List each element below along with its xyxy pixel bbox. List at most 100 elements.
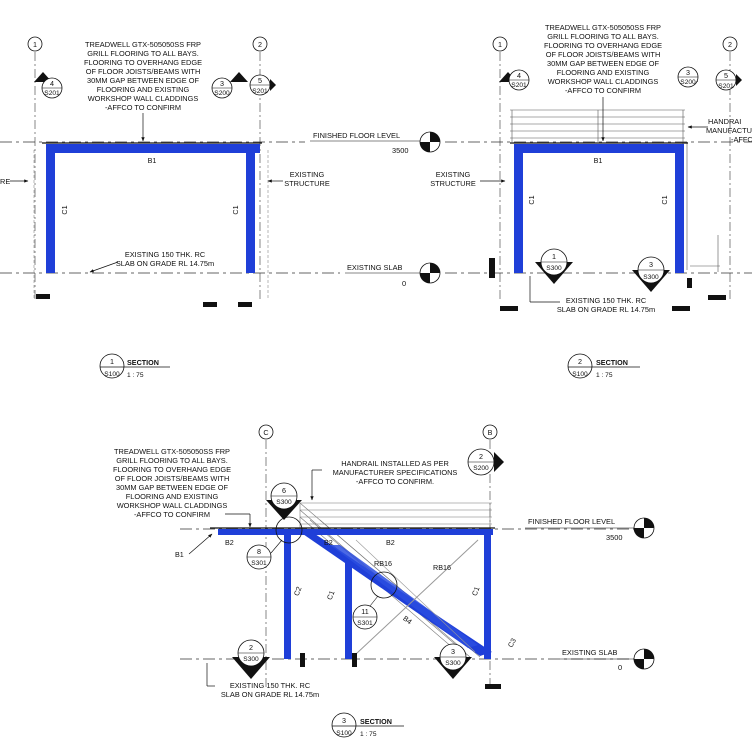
beam-label-b2: B2	[386, 538, 395, 547]
note-line: FLOORING AND EXISTING	[126, 492, 219, 501]
section-marker-6-s300: 6 S300	[266, 482, 302, 520]
stair-stringer	[330, 545, 478, 648]
level-marker-slab: EXISTING SLAB 0	[345, 262, 441, 288]
marker-number: 3	[686, 68, 690, 77]
section-marker-4-s201: 4 S201	[499, 69, 530, 91]
level-marker-ffl: FINISHED FLOOR LEVEL 3500	[525, 517, 655, 542]
note-line: -AFFCO TO CONFIRM	[565, 86, 641, 95]
brace-label-rb16: RB16	[374, 559, 392, 568]
note-line: 30MM GAP BETWEEN EDGE OF	[87, 76, 199, 85]
note-line: 30MM GAP BETWEEN EDGE OF	[116, 483, 228, 492]
section-marker-3-s200: 3 S200	[677, 66, 699, 88]
level-marker-slab: EXISTING SLAB 0	[560, 648, 655, 672]
section-marker-5-s201: 5 S201	[249, 74, 276, 96]
section-marker-3-s300: 3 S300	[632, 256, 670, 292]
marker-sheet: S201	[718, 83, 734, 90]
grid-bubble-1	[27, 36, 43, 52]
detail-callout-circle	[370, 571, 398, 599]
grid-bubble-c-label: C	[263, 428, 268, 437]
note-line: GRILL FLOORING TO ALL BAYS.	[87, 49, 199, 58]
beam-label-b1: B1	[594, 156, 603, 165]
slab-note: EXISTING 150 THK. RC	[230, 681, 311, 690]
marker-sheet: S201	[44, 90, 60, 97]
brace-rb16	[355, 539, 476, 653]
note-line: TREADWELL GTX-505050SS FRP	[114, 447, 230, 456]
title-sheet: S100	[572, 371, 588, 378]
marker-sheet: S201	[511, 82, 527, 89]
note-line: OF FLOOR JOISTS/BEAMS WITH	[86, 67, 201, 76]
slab-label: EXISTING SLAB	[562, 648, 618, 657]
title-sheet: S100	[336, 730, 352, 737]
marker-number: 5	[724, 71, 728, 80]
title-label: SECTION	[596, 358, 628, 367]
footing	[352, 653, 357, 667]
section-marker-8-s301: 8 S301	[246, 539, 283, 570]
existing-structure-label: EXISTING	[436, 170, 471, 179]
title-number: 2	[578, 357, 582, 366]
slab-note: SLAB ON GRADE RL 14.75m	[221, 690, 319, 699]
note-line: -AFFCO TO CONFIRM	[105, 103, 181, 112]
brace-label-rb16: RB16	[433, 563, 451, 572]
marker-sheet: S300	[445, 660, 461, 667]
grid-bubble-b	[482, 424, 498, 440]
slab-note: SLAB ON GRADE RL 14.75m	[116, 259, 214, 268]
beam-label-b1: B1	[175, 550, 184, 559]
note-line: FLOORING TO OVERHANG EDGE	[84, 58, 202, 67]
title-number: 3	[342, 716, 346, 725]
marker-number: 3	[451, 647, 455, 656]
marker-number: 3	[220, 79, 224, 88]
note-line: OF FLOOR JOISTS/BEAMS WITH	[115, 474, 230, 483]
column-label-c1: C1	[470, 585, 482, 597]
section-marker-5-s201: 5 S201	[715, 69, 742, 91]
note-line: WORKSHOP WALL CLADDINGS	[548, 77, 659, 86]
marker-number: 5	[258, 76, 262, 85]
section-marker-2-s300: 2 S300	[232, 639, 270, 679]
column-c1	[345, 560, 352, 659]
leader-arrow	[188, 533, 213, 555]
marker-number: 2	[249, 643, 253, 652]
section-marker-1-s300: 1 S300	[535, 248, 573, 284]
footing	[672, 306, 690, 311]
ffl-label: FINISHED FLOOR LEVEL	[528, 517, 615, 526]
note-line: TREADWELL GTX-505050SS FRP	[545, 23, 661, 32]
title-label: SECTION	[127, 358, 159, 367]
detail-callout-circle	[275, 516, 303, 544]
column-label-c1: C1	[660, 195, 669, 204]
grid-bubble-2-label: 2	[728, 40, 732, 49]
ffl-value: 3500	[392, 146, 408, 155]
marker-sheet: S301	[251, 560, 267, 567]
leader-arrow	[89, 261, 119, 273]
column-c1	[484, 532, 491, 659]
partial-label-left: RE	[0, 177, 10, 186]
beam-b2	[218, 529, 493, 535]
title-scale: 1 : 75	[360, 731, 377, 738]
note-line: GRILL FLOORING TO ALL BAYS.	[116, 456, 228, 465]
grid-bubble-2-label: 2	[258, 40, 262, 49]
existing-structure-label: EXISTING	[290, 170, 325, 179]
section-title-2: 2 S100 SECTION 1 : 75	[567, 353, 640, 379]
footing	[203, 302, 217, 307]
grid-bubble-1-label: 1	[498, 40, 502, 49]
section-title-3: 3 S100 SECTION 1 : 75	[331, 712, 404, 738]
grid-bubble-c	[258, 424, 274, 440]
handrail	[510, 109, 688, 270]
section-marker-4-s201: 4 S201	[34, 72, 63, 99]
section-marker-11-s301: 11 S301	[352, 595, 379, 630]
handrail-note: MANUFACTURER SPECIFICATIONS	[333, 468, 458, 477]
section-3-view: C B FINISHED FLOOR LEVEL 3500 EXISTING S…	[113, 424, 655, 738]
marker-sheet: S200	[214, 90, 230, 97]
handrail-note-partial: HANDRAI	[708, 117, 741, 126]
handrail-note-partial: -AFFC	[731, 135, 752, 144]
marker-sheet: S200	[473, 465, 489, 472]
beam-b1	[514, 144, 684, 153]
floor-note: TREADWELL GTX-505050SS FRP GRILL FLOORIN…	[84, 40, 202, 112]
note-line: WORKSHOP WALL CLADDINGS	[117, 501, 228, 510]
slab-note: EXISTING 150 THK. RC	[566, 296, 647, 305]
marker-number: 2	[479, 452, 483, 461]
marker-number: 4	[50, 79, 54, 88]
marker-sheet: S300	[643, 274, 659, 281]
marker-sheet: S301	[357, 620, 373, 627]
title-number: 1	[110, 357, 114, 366]
section-title-1: 1 S100 SECTION 1 : 75	[99, 353, 170, 379]
